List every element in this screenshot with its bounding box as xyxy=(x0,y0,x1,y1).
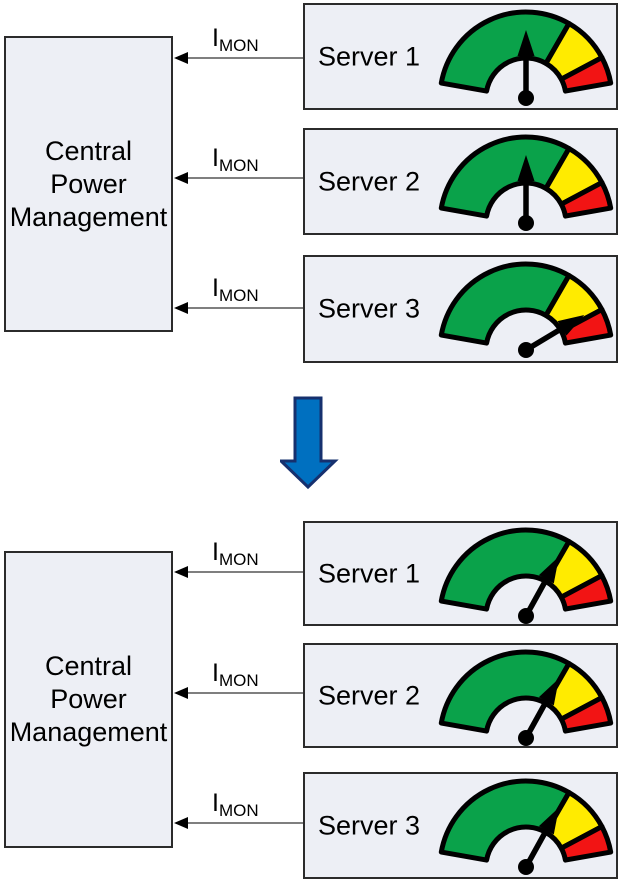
imon-signal-line xyxy=(176,692,303,694)
gauge-pivot xyxy=(518,342,534,358)
imon-label: IMON xyxy=(212,659,259,690)
imon-signal-line xyxy=(176,571,303,573)
server-box-before-3: Server 3 xyxy=(303,255,618,363)
gauge xyxy=(438,778,614,875)
cpm-label-line: Central xyxy=(44,651,133,681)
imon-label: IMON xyxy=(212,274,259,305)
server-label: Server 2 xyxy=(318,166,421,196)
server-label: Server 1 xyxy=(318,558,421,588)
gauge-green-zone xyxy=(438,778,572,863)
server-box-before-2: Server 2 xyxy=(303,128,618,235)
server-box-after-1: Server 1 xyxy=(303,521,618,626)
imon-signal-line xyxy=(176,822,303,824)
gauge xyxy=(438,134,614,231)
gauge-pivot xyxy=(518,859,534,875)
gauge-red-zone xyxy=(558,573,614,612)
server-label: Server 2 xyxy=(318,680,421,710)
gauge-pivot xyxy=(518,730,534,746)
imon-label: IMON xyxy=(212,538,259,569)
imon-signal-line xyxy=(176,57,303,59)
central-power-management-box-after: Central Power Management xyxy=(4,551,173,848)
imon-signal-line xyxy=(176,307,303,309)
gauge-green-zone xyxy=(438,527,572,612)
cpm-label-line: Management xyxy=(9,717,168,747)
server-label: Server 1 xyxy=(318,41,421,71)
left-arrowhead-icon xyxy=(174,302,188,314)
cpm-label-line: Power xyxy=(50,684,127,714)
left-arrowhead-icon xyxy=(174,566,188,578)
gauge-red-zone xyxy=(558,55,614,94)
imon-label: IMON xyxy=(212,24,259,55)
server-label: Server 3 xyxy=(318,810,421,840)
gauge-pivot xyxy=(518,90,534,106)
gauge-pivot xyxy=(518,608,534,624)
gauge xyxy=(438,527,614,624)
gauge xyxy=(438,9,614,106)
cpm-label-line: Central xyxy=(44,135,133,166)
gauge-red-zone xyxy=(558,824,614,863)
imon-label: IMON xyxy=(212,144,259,175)
cpm-label-line: Management xyxy=(9,201,168,232)
central-power-management-label: Central Power Management xyxy=(10,135,168,234)
gauge-green-zone xyxy=(438,9,572,94)
gauge-red-zone xyxy=(558,180,614,219)
gauge-pivot xyxy=(518,215,534,231)
left-arrowhead-icon xyxy=(174,817,188,829)
server-label: Server 3 xyxy=(318,293,421,324)
central-power-management-box-before: Central Power Management xyxy=(4,36,173,332)
server-box-after-2: Server 2 xyxy=(303,643,618,748)
imon-signal-line xyxy=(176,177,303,179)
server-box-after-3: Server 3 xyxy=(303,772,618,879)
left-arrowhead-icon xyxy=(174,172,188,184)
cpm-label-line: Power xyxy=(50,168,127,199)
gauge xyxy=(438,649,614,746)
gauge-green-zone xyxy=(438,261,572,346)
gauge-green-zone xyxy=(438,134,572,219)
central-power-management-label: Central Power Management xyxy=(10,650,168,749)
gauge-red-zone xyxy=(558,307,614,346)
gauge xyxy=(438,261,614,358)
server-box-before-1: Server 1 xyxy=(303,3,618,110)
gauge-green-zone xyxy=(438,649,572,734)
imon-label: IMON xyxy=(212,789,259,820)
left-arrowhead-icon xyxy=(174,687,188,699)
transition-down-arrow-icon xyxy=(280,396,339,490)
left-arrowhead-icon xyxy=(174,52,188,64)
gauge-red-zone xyxy=(558,695,614,734)
